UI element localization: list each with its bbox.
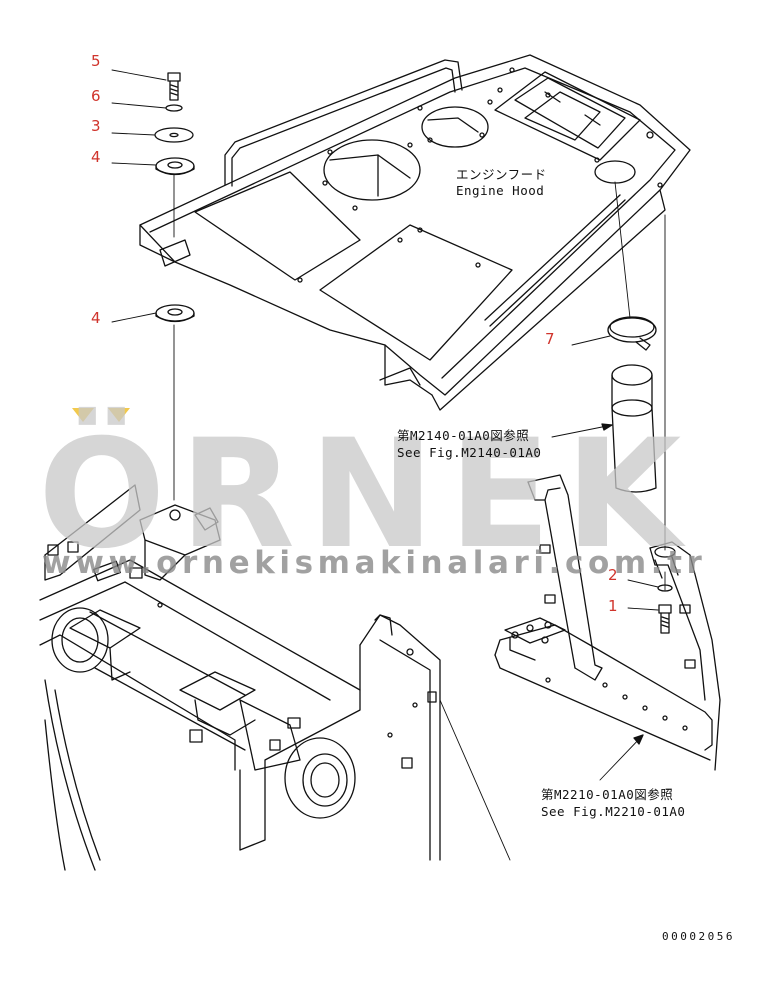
callout-3: 3: [91, 117, 101, 135]
frame-leader: [599, 734, 644, 781]
right-frame: [494, 474, 721, 771]
engine-hood-label-jp: エンジンフード: [456, 167, 547, 182]
ref-bottom-label-jp: 第M2210-01A0図参照: [541, 787, 674, 802]
callout-2: 2: [608, 566, 618, 584]
callout-5: 5: [91, 52, 101, 70]
ref-top-label-en: See Fig.M2140-01A0: [397, 445, 542, 460]
washer-4-lower: [155, 304, 195, 323]
exhaust-pipe: [611, 364, 657, 493]
watermark-url: www.ornekismakinalari.com.tr: [42, 545, 707, 581]
watermark-brand: ÖRNEK: [38, 408, 696, 582]
bolt-5: [167, 72, 181, 101]
left-frame: [39, 484, 441, 871]
clamp-axis: [614, 181, 631, 319]
callout-4-upper: 4: [91, 148, 101, 166]
callout-4-lower: 4: [91, 309, 101, 327]
pipe-leader: [551, 424, 613, 438]
engine-hood-label-en: Engine Hood: [456, 183, 545, 198]
callout-7: 7: [545, 330, 555, 348]
washer-3: [154, 127, 194, 143]
radiator-leader: [439, 699, 511, 861]
callout-1: 1: [608, 597, 618, 615]
callout-leaders: [111, 69, 659, 611]
washer-4-upper: [155, 157, 195, 176]
ref-top-label-jp: 第M2140-01A0図参照: [397, 428, 530, 443]
lock-washer-6: [165, 104, 183, 112]
engine-hood-panel: [139, 54, 691, 411]
document-number: 00002056: [662, 930, 735, 943]
ref-bottom-label-en: See Fig.M2210-01A0: [541, 804, 686, 819]
washer-2: [657, 584, 673, 592]
hose-clamp-7: [607, 316, 657, 351]
callout-6: 6: [91, 87, 101, 105]
watermark-accent-left: [72, 408, 94, 422]
watermark-accent-right: [108, 408, 130, 422]
bolt-1: [658, 604, 672, 634]
